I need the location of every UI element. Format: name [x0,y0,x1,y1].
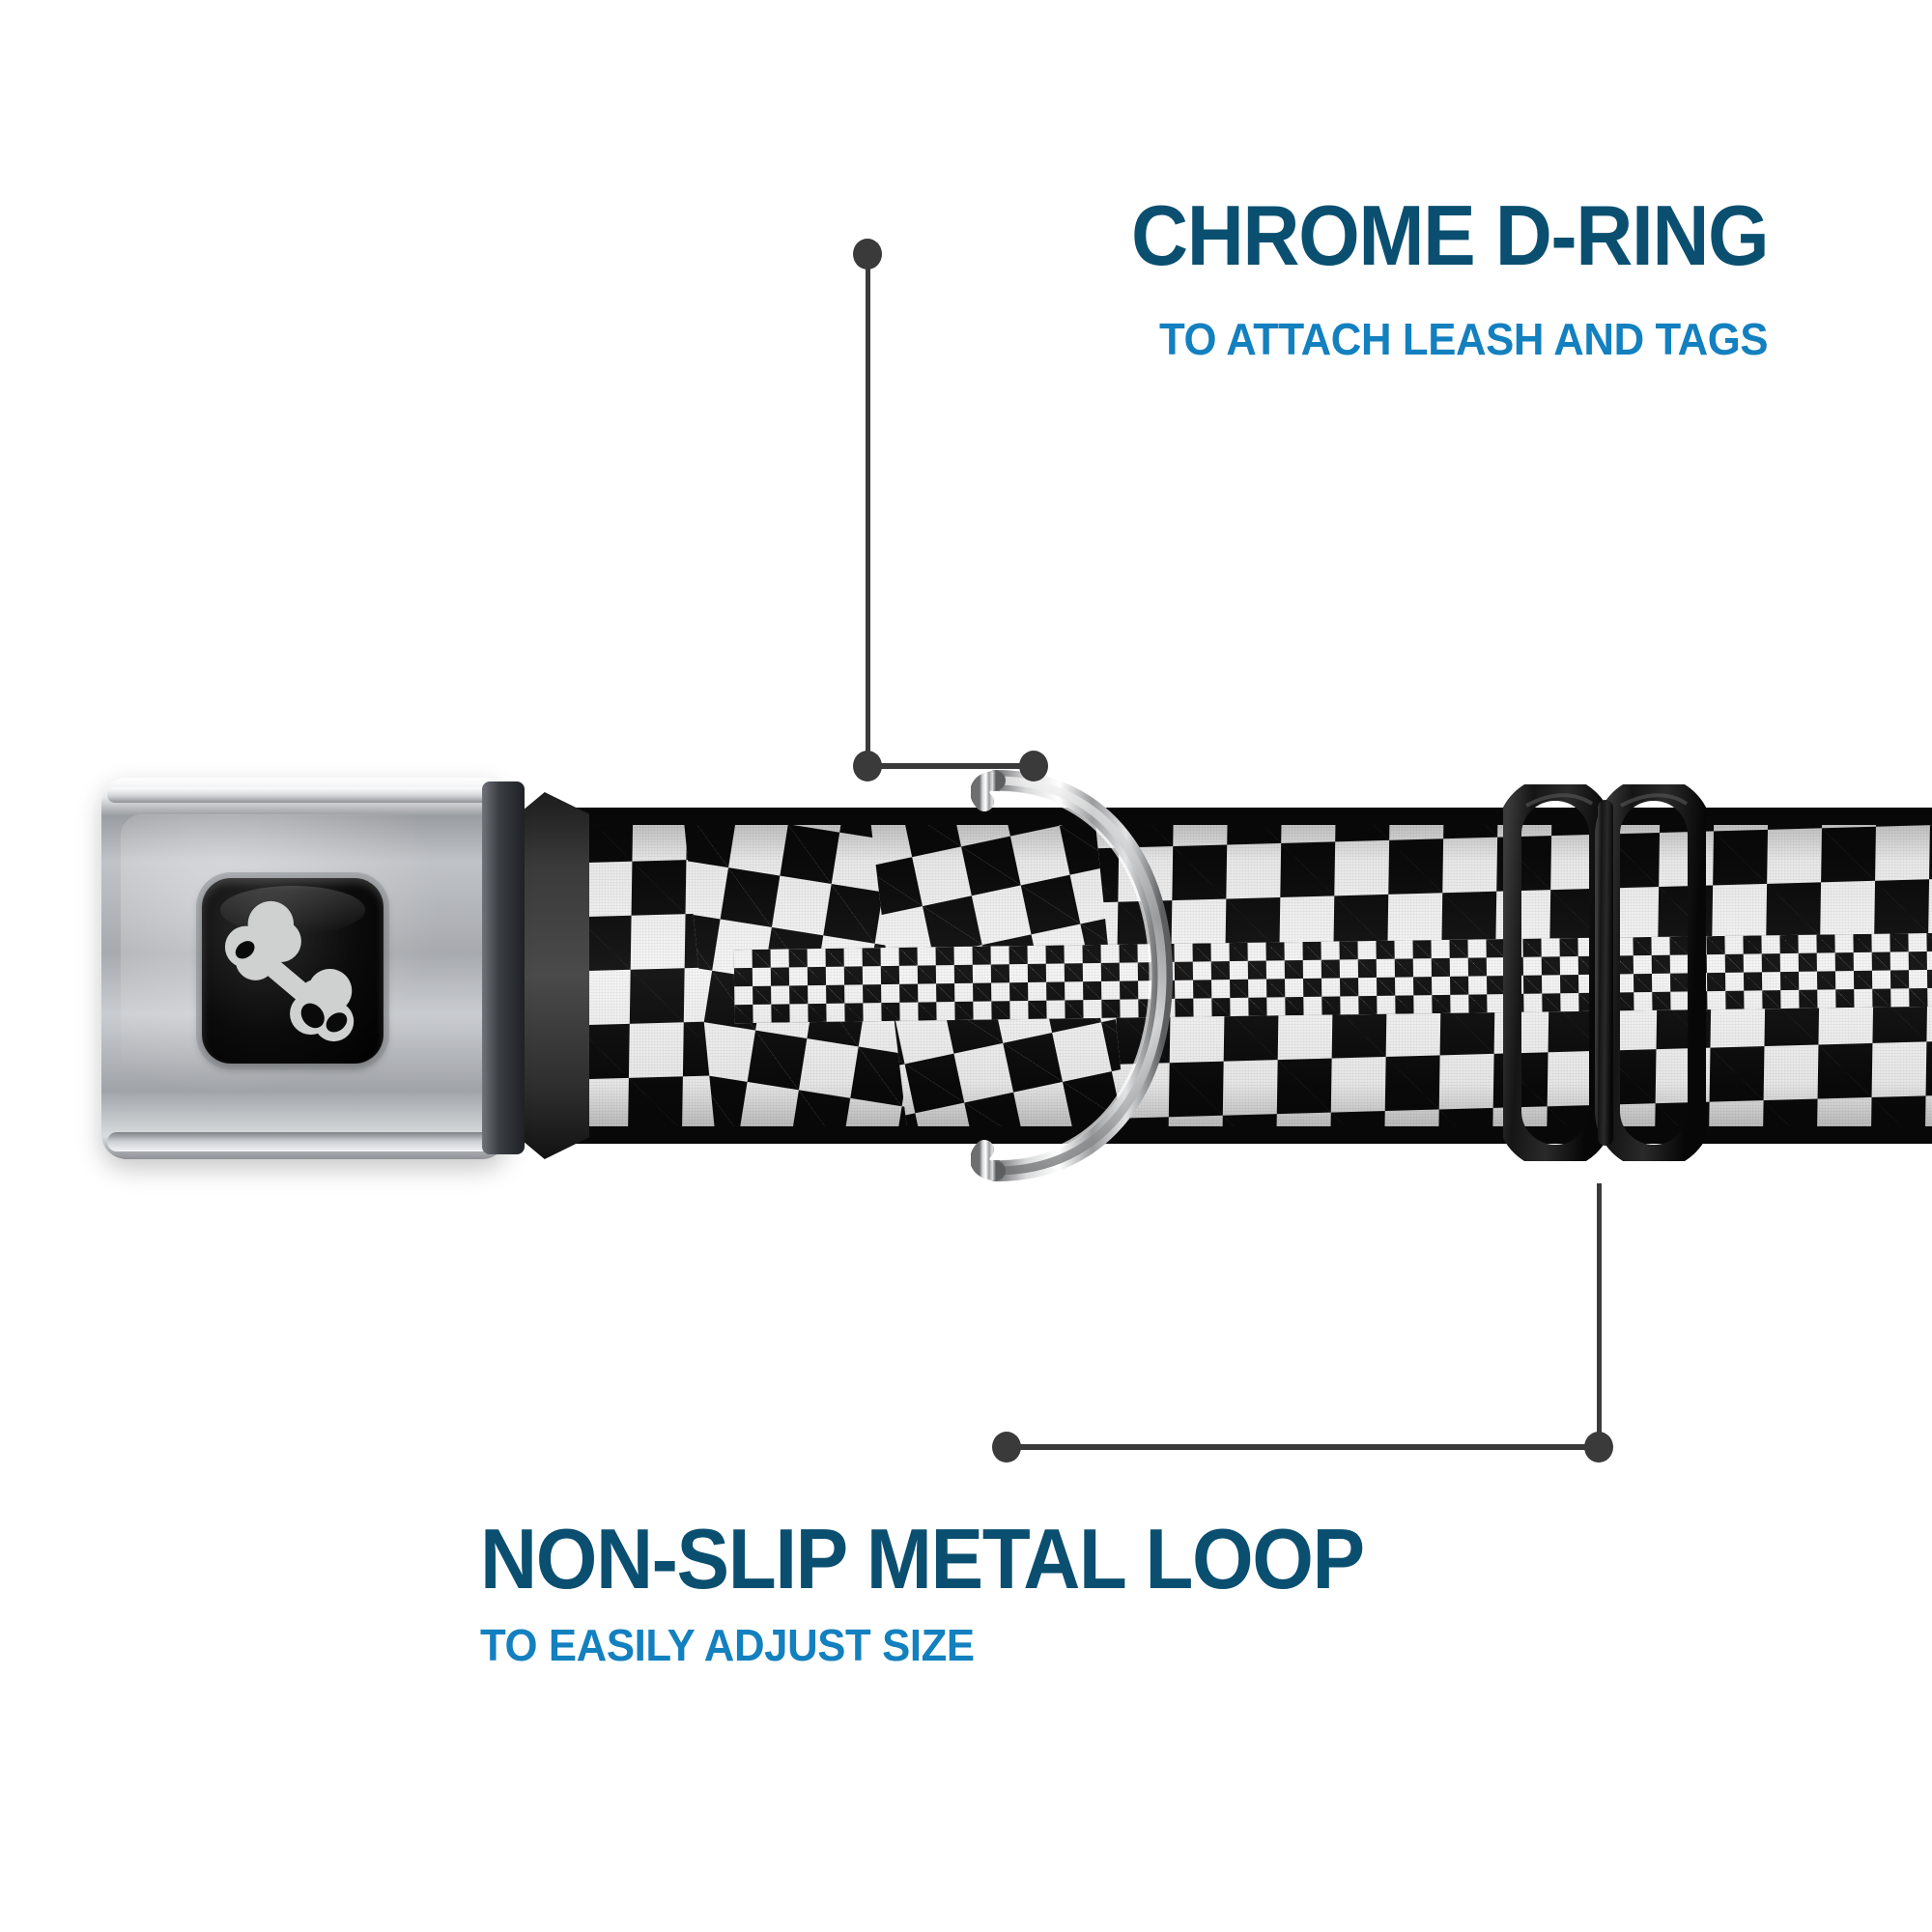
collar-strap [541,808,1932,1144]
strap-edge-top [541,808,1932,825]
webbing-weave-texture [541,808,1932,1144]
buckle-logo-window [202,878,384,1064]
buckle-latch-post [482,781,525,1154]
leader-line-chrome-d-ring-vertical [866,254,870,766]
leader-line-chrome-d-ring-horizontal [867,763,1034,769]
leader-dot-chrome-d-ring-target [1019,751,1048,781]
dog-bone-icon [224,900,355,1042]
strap-edge-bottom [541,1126,1932,1144]
metal-loop-icon [1503,784,1706,1161]
annotation-title-chrome-d-ring: CHROME D-RING [1130,187,1770,283]
annotation-subtitle-chrome-d-ring: TO ATTACH LEASH AND TAGS [1158,314,1769,364]
annotation-title-metal-loop: NON-SLIP METAL LOOP [480,1511,1365,1606]
leader-line-metal-loop-horizontal [1007,1444,1599,1450]
leader-line-metal-loop-vertical [1597,1183,1602,1444]
seatbelt-buckle [101,778,525,1159]
buckle-top-edge [107,787,492,803]
d-ring-icon [971,770,1174,1181]
buckle-bottom-edge [107,1132,492,1151]
annotation-subtitle-metal-loop: TO EASILY ADJUST SIZE [480,1620,975,1670]
